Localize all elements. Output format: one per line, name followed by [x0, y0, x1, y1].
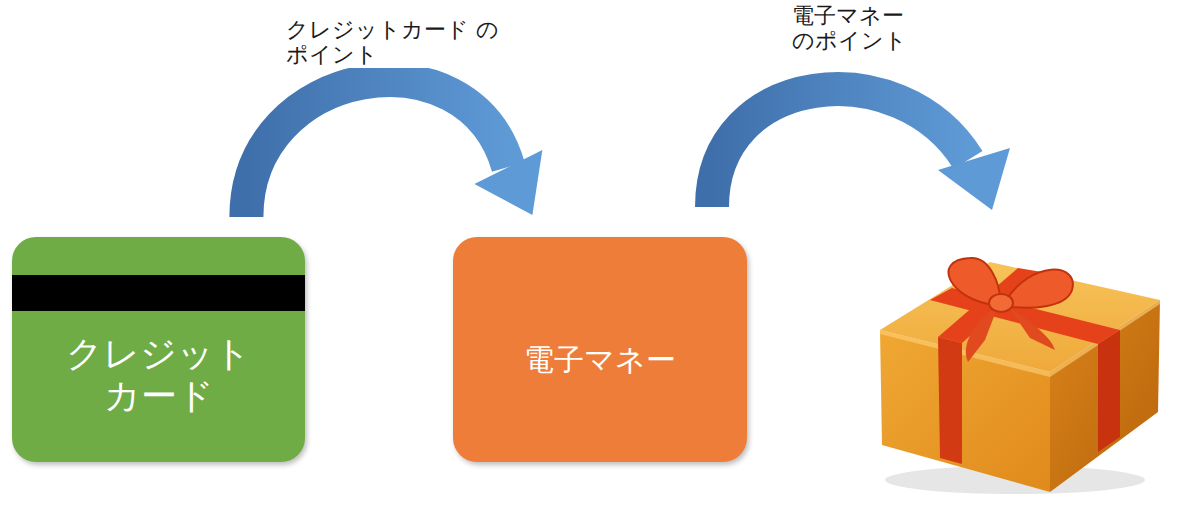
credit-card-box: クレジット カード	[12, 237, 305, 462]
magnetic-stripe	[12, 275, 305, 311]
curved-arrow	[712, 89, 1010, 210]
arrow-label: 電子マネー のポイント	[790, 3, 934, 54]
curved-arrow	[246, 80, 542, 217]
arrow-head	[474, 150, 542, 215]
edge-label: クレジットカード のポイント	[284, 17, 503, 68]
node-label: 電子マネー	[524, 342, 676, 378]
emoney-box: 電子マネー	[453, 237, 747, 462]
gift-box	[880, 258, 1160, 494]
node-label: クレジット カード	[64, 333, 254, 416]
arrow-shaft	[246, 80, 508, 217]
